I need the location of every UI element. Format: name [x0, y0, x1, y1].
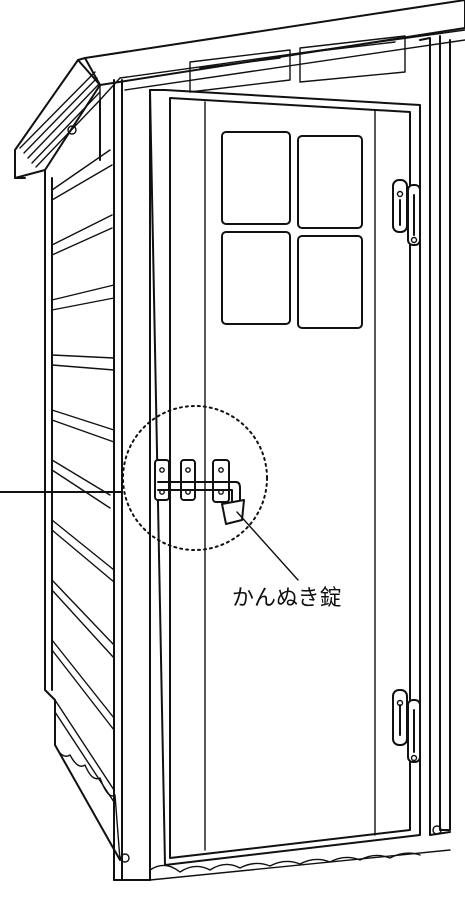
corner-post	[113, 79, 151, 881]
roof	[14, 0, 465, 179]
door-window	[221, 131, 363, 329]
door-frame	[149, 35, 451, 881]
callout-circle	[122, 405, 268, 551]
label-pointer	[236, 511, 299, 581]
barrel-bolt-latch	[154, 459, 245, 525]
latch-label: かんぬき錠	[232, 586, 342, 611]
hinge-bottom	[392, 689, 421, 763]
side-wall	[44, 99, 121, 861]
hinge-top	[392, 179, 421, 246]
